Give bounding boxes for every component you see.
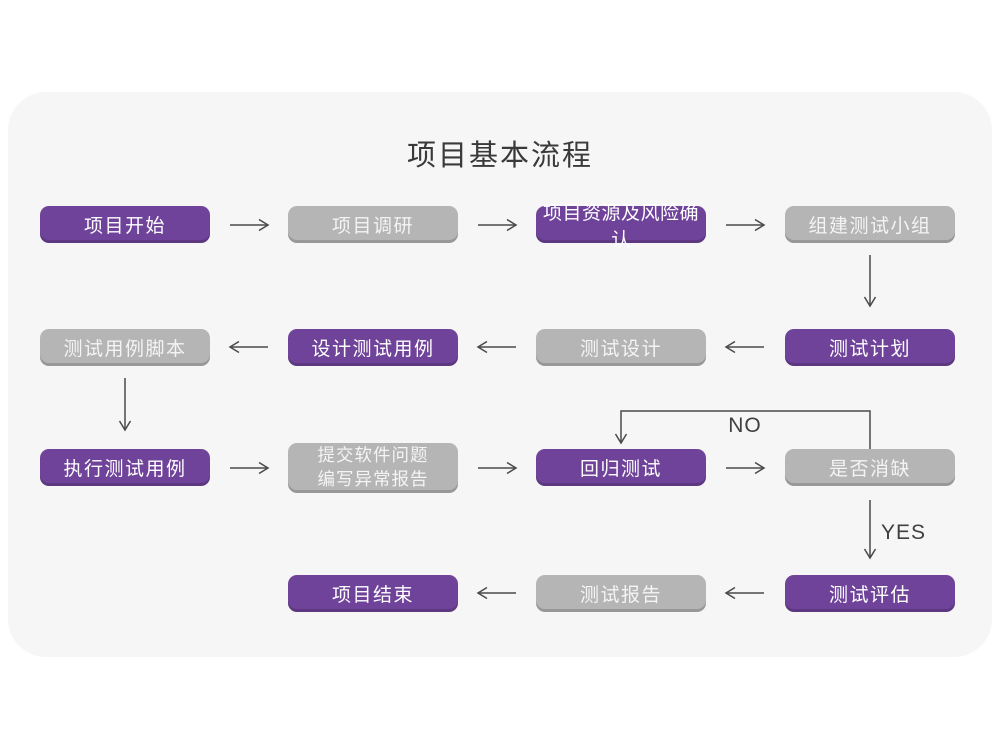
node-test-report: 测试报告 — [536, 575, 706, 612]
node-label: 项目调研 — [331, 216, 414, 237]
node-project-start: 项目开始 — [40, 206, 210, 243]
node-label: 测试设计 — [579, 339, 662, 360]
node-design-test-case: 设计测试用例 — [288, 329, 458, 366]
node-label: 是否消缺 — [828, 459, 911, 480]
node-execute-test-case: 执行测试用例 — [40, 449, 210, 486]
node-project-research: 项目调研 — [288, 206, 458, 243]
node-label: 项目结束 — [331, 585, 414, 606]
node-project-end: 项目结束 — [288, 575, 458, 612]
node-label: 测试计划 — [828, 339, 911, 360]
node-risk-confirm: 项目资源及风险确认 — [536, 203, 706, 251]
node-label: 测试评估 — [828, 585, 911, 606]
node-label: 测试用例脚本 — [63, 339, 187, 360]
node-regression-test: 回归测试 — [536, 449, 706, 486]
node-label: 项目资源及风险确认 — [542, 202, 699, 251]
node-label: 项目开始 — [83, 216, 166, 237]
node-label: 回归测试 — [579, 459, 662, 480]
node-defect-cleared: 是否消缺 — [785, 449, 955, 486]
node-label: 设计测试用例 — [311, 339, 435, 360]
node-label-line1: 提交软件问题 — [317, 445, 429, 466]
node-submit-issue: 提交软件问题 编写异常报告 — [288, 443, 458, 493]
edge-label-yes: YES — [881, 521, 927, 544]
node-build-test-team: 组建测试小组 — [785, 206, 955, 243]
node-label: 测试报告 — [579, 585, 662, 606]
node-label: 组建测试小组 — [808, 216, 932, 237]
node-test-case-script: 测试用例脚本 — [40, 329, 210, 366]
arrow-no-loop-defect-to-regression — [614, 410, 871, 449]
node-test-design: 测试设计 — [536, 329, 706, 366]
node-test-plan: 测试计划 — [785, 329, 955, 366]
node-label: 执行测试用例 — [63, 459, 187, 480]
page-title: 项目基本流程 — [406, 140, 593, 172]
edge-label-no: NO — [728, 414, 762, 437]
flowchart-card — [8, 92, 992, 657]
node-test-evaluate: 测试评估 — [785, 575, 955, 612]
node-label-line2: 编写异常报告 — [317, 469, 429, 489]
